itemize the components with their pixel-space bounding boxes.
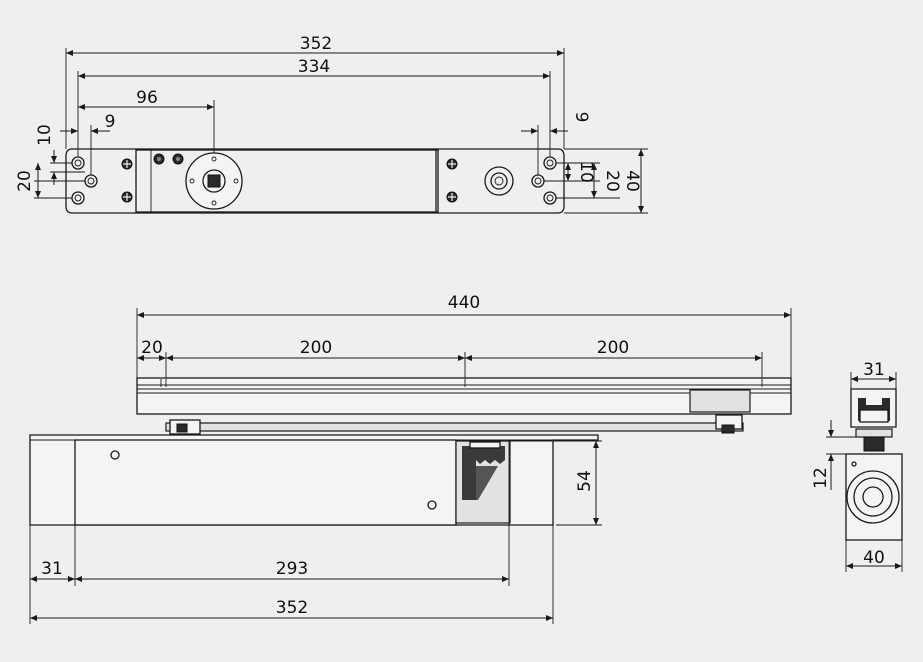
dim-front-track-segment-2: 200 [597, 338, 629, 358]
side-view: 31 12 40 [811, 360, 903, 572]
dim-front-body-length: 293 [276, 559, 308, 579]
dim-top-right-hole-offset: 9 [571, 112, 591, 123]
dim-top-overall-height: 40 [622, 170, 642, 192]
dim-front-overall-length: 352 [276, 598, 308, 618]
dim-side-track-width: 31 [863, 360, 885, 380]
dim-front-track-segment-1: 200 [300, 338, 332, 358]
dim-front-track-length: 440 [448, 293, 480, 313]
dim-top-overall-length: 352 [300, 34, 332, 54]
top-view: 352 334 96 9 10 20 9 10 20 4 [15, 34, 648, 214]
dim-side-gap-height: 12 [811, 467, 831, 489]
dim-front-body-height: 54 [575, 470, 595, 492]
dim-top-left-vert-large: 20 [15, 170, 35, 192]
dim-top-hole-spacing: 334 [298, 57, 330, 77]
dim-front-arm-offset: 31 [41, 559, 63, 579]
dim-side-body-width: 40 [863, 548, 885, 568]
front-view: 440 20 200 200 54 31 293 352 [29, 293, 792, 624]
dim-top-left-vert-small: 10 [35, 124, 55, 146]
dim-top-right-vert-small: 10 [576, 161, 596, 183]
dim-front-track-end-offset: 20 [141, 338, 163, 358]
dim-top-pivot-offset: 96 [136, 88, 158, 108]
dim-top-right-vert-large: 20 [602, 170, 622, 192]
gear-icon [462, 441, 505, 500]
dim-top-left-hole-offset: 9 [105, 112, 116, 132]
